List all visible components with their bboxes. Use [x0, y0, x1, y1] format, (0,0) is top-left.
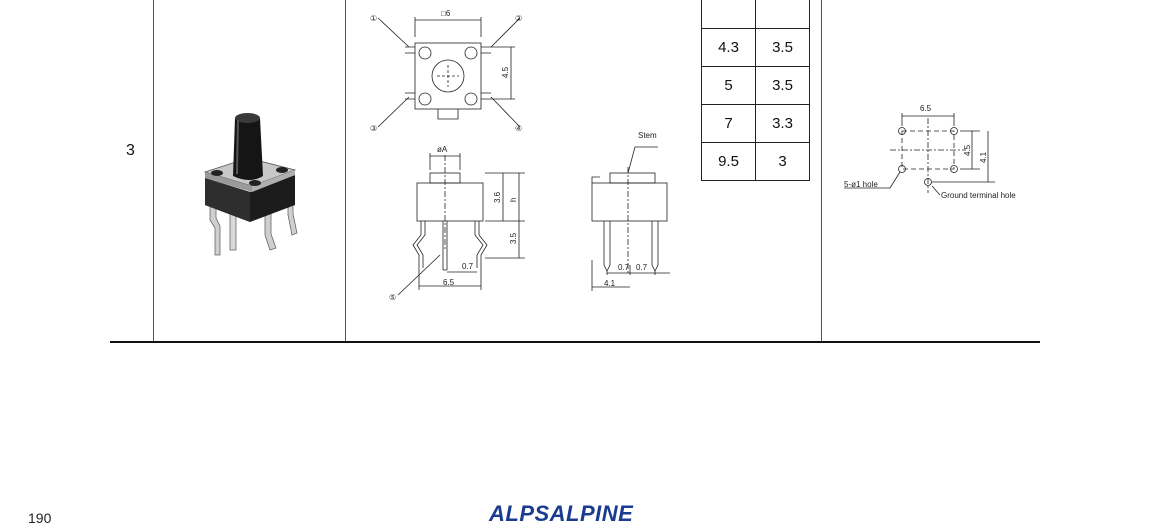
front-dim-h: h — [509, 198, 518, 202]
table-cell: 3.3 — [755, 104, 810, 143]
table-row — [701, 0, 810, 29]
table-cell — [701, 0, 756, 29]
pcb-dim-65: 6.5 — [920, 104, 932, 113]
table-row: 9.5 3 — [701, 142, 810, 181]
top-height-label: 4.5 — [501, 66, 510, 78]
table-row: 4.3 3.5 — [701, 28, 810, 67]
pcb-ground-label: Ground terminal hole — [941, 191, 1016, 200]
marker-4: ④ — [515, 124, 522, 133]
brand-logo: ALPSALPINE — [489, 501, 634, 526]
pcb-dim-41: 4.1 — [979, 151, 988, 163]
front-dim-07: 0.7 — [462, 262, 474, 271]
column-divider — [153, 0, 154, 342]
pcb-layout-drawing: 6.5 4.5 4.1 5-ø1 hole Ground terminal ho… — [844, 104, 1016, 200]
table-cell: 3.5 — [755, 28, 810, 67]
row-number: 3 — [126, 142, 135, 159]
front-stem-dia: øA — [437, 145, 448, 154]
dimensions-table: 4.3 3.5 5 3.5 7 3.3 9.5 3 — [701, 0, 810, 181]
front-dim-35: 3.5 — [509, 232, 518, 244]
table-cell: 3.5 — [755, 66, 810, 105]
table-row: 5 3.5 — [701, 66, 810, 105]
marker-5: ⑤ — [389, 293, 396, 302]
table-row: 7 3.3 — [701, 104, 810, 143]
switch-photo — [203, 113, 298, 256]
front-dim-65: 6.5 — [443, 278, 455, 287]
row-bottom-border — [110, 341, 1040, 343]
column-divider — [345, 0, 346, 342]
side-view-drawing: Stem 0.7 0.7 4.1 — [591, 131, 670, 291]
top-size-label: □6 — [441, 9, 451, 18]
top-view-drawing: □6 4.5 ① ② ③ ④ — [370, 9, 522, 133]
side-dim-41: 4.1 — [604, 279, 616, 288]
marker-3: ③ — [370, 124, 377, 133]
side-dim-07a: 0.7 — [618, 263, 630, 272]
table-cell: 4.3 — [701, 28, 756, 67]
table-cell: 7 — [701, 104, 756, 143]
pcb-hole-label: 5-ø1 hole — [844, 180, 878, 189]
side-stem-label: Stem — [638, 131, 657, 140]
front-dim-36: 3.6 — [493, 191, 502, 203]
marker-2: ② — [515, 14, 522, 23]
side-dim-07b: 0.7 — [636, 263, 648, 272]
front-view-drawing: øA 3.6 h 3.5 0.7 6.5 ⑤ — [389, 145, 525, 302]
pcb-dim-45: 4.5 — [963, 144, 972, 156]
table-cell: 5 — [701, 66, 756, 105]
table-cell: 9.5 — [701, 142, 756, 181]
marker-1: ① — [370, 14, 377, 23]
page-number: 190 — [28, 510, 52, 526]
table-cell — [755, 0, 810, 29]
column-divider — [821, 0, 822, 342]
table-cell: 3 — [755, 142, 810, 181]
